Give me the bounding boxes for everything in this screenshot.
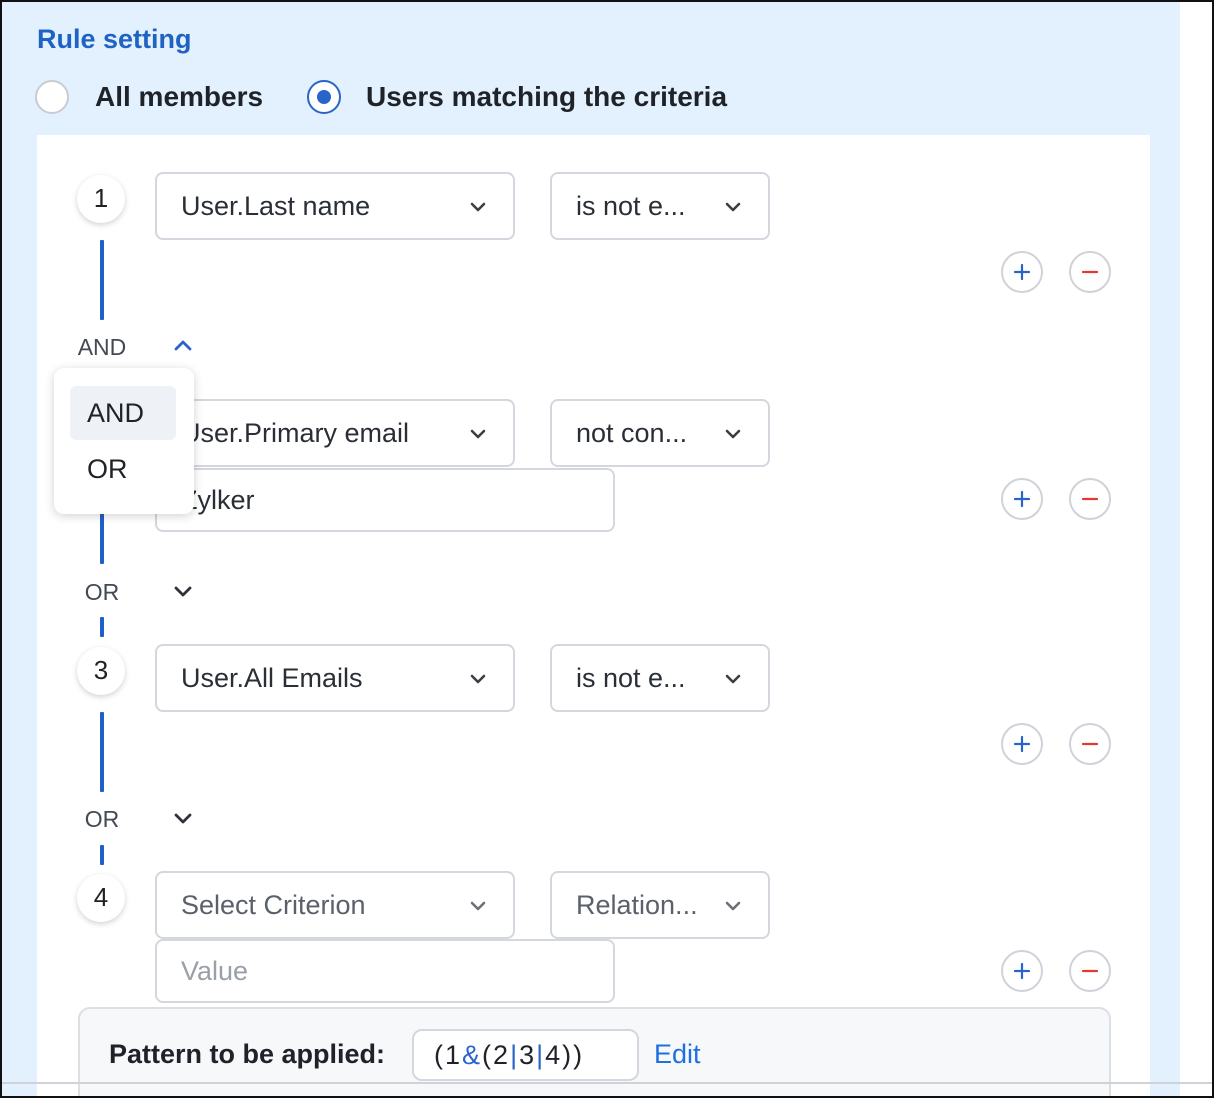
connector-line <box>100 512 104 564</box>
pattern-token: | <box>536 1040 546 1070</box>
connector-line <box>100 845 104 865</box>
add-criterion-button[interactable] <box>1001 723 1043 765</box>
operator-label-3[interactable]: OR <box>84 806 120 832</box>
criterion-2-field-select[interactable]: User.Primary email <box>155 399 515 467</box>
criterion-number-1: 1 <box>77 175 125 223</box>
criterion-3-relation-value: is not e... <box>576 663 686 693</box>
pattern-token: 1 <box>445 1040 463 1070</box>
criterion-1-relation-value: is not e... <box>576 191 686 221</box>
pattern-expression: (1&(2|3|4)) <box>412 1029 639 1081</box>
plus-icon <box>1013 490 1031 508</box>
chevron-down-icon <box>725 202 741 212</box>
criterion-4-field-select[interactable]: Select Criterion <box>155 871 515 939</box>
connector-line <box>100 712 104 792</box>
criterion-number-4: 4 <box>77 874 125 922</box>
plus-icon <box>1013 263 1031 281</box>
remove-criterion-button[interactable] <box>1069 950 1111 992</box>
chevron-down-icon <box>470 429 486 439</box>
remove-criterion-button[interactable] <box>1069 251 1111 293</box>
connector-line <box>100 240 104 320</box>
remove-criterion-button[interactable] <box>1069 478 1111 520</box>
minus-icon <box>1081 742 1099 746</box>
pattern-token: ) <box>562 1040 574 1070</box>
all-members-label[interactable]: All members <box>95 81 264 112</box>
criterion-4-relation-placeholder: Relation... <box>576 890 698 920</box>
pattern-token: ( <box>434 1040 445 1070</box>
minus-icon <box>1081 969 1099 973</box>
operator-option-or[interactable]: OR <box>87 454 128 484</box>
criterion-2-relation-select[interactable]: not con... <box>550 399 770 467</box>
scroll-track <box>1180 2 1212 1096</box>
criterion-3-field-value: User.All Emails <box>181 663 363 693</box>
criterion-2-field-value: User.Primary email <box>181 418 410 448</box>
connector-line <box>100 617 104 637</box>
plus-icon <box>1013 735 1031 753</box>
chevron-down-icon <box>470 674 486 684</box>
pattern-token: 3 <box>519 1040 537 1070</box>
chevron-down-icon[interactable] <box>172 807 194 829</box>
pattern-token: & <box>462 1040 483 1070</box>
chevron-down-icon <box>725 901 741 911</box>
remove-criterion-button[interactable] <box>1069 723 1111 765</box>
minus-icon <box>1081 270 1099 274</box>
pattern-token: ) <box>573 1040 585 1070</box>
operator-label-2[interactable]: OR <box>84 579 120 605</box>
pattern-token: 2 <box>493 1040 511 1070</box>
edit-pattern-link[interactable]: Edit <box>654 1039 701 1069</box>
add-criterion-button[interactable] <box>1001 251 1043 293</box>
criterion-1-field-value: User.Last name <box>181 191 371 221</box>
pattern-token: | <box>510 1040 520 1070</box>
minus-icon <box>1081 497 1099 501</box>
operator-label-1[interactable]: AND <box>77 334 127 360</box>
criterion-4-relation-select[interactable]: Relation... <box>550 871 770 939</box>
matching-criteria-label[interactable]: Users matching the criteria <box>366 81 728 112</box>
operator-option-and[interactable]: AND <box>70 386 176 440</box>
plus-icon <box>1013 962 1031 980</box>
chevron-down-icon[interactable] <box>172 580 194 602</box>
bottom-divider <box>2 1082 1212 1084</box>
operator-dropdown-menu: AND OR <box>54 368 194 514</box>
criterion-1-relation-select[interactable]: is not e... <box>550 172 770 240</box>
criterion-3-field-select[interactable]: User.All Emails <box>155 644 515 712</box>
rule-setting-title: Rule setting <box>37 24 192 54</box>
criterion-3-relation-select[interactable]: is not e... <box>550 644 770 712</box>
chevron-down-icon <box>725 429 741 439</box>
criterion-4-value-input[interactable]: Value <box>155 939 615 1003</box>
pattern-token: 4 <box>545 1040 563 1070</box>
criterion-1-field-select[interactable]: User.Last name <box>155 172 515 240</box>
chevron-down-icon <box>725 674 741 684</box>
pattern-label: Pattern to be applied: <box>109 1039 386 1069</box>
criterion-4-field-placeholder: Select Criterion <box>181 890 366 920</box>
criterion-2-relation-value: not con... <box>576 418 688 448</box>
criterion-2-value-input[interactable]: Zylker <box>155 468 615 532</box>
criterion-number-3: 3 <box>77 647 125 695</box>
member-scope-radio-group: All members Users matching the criteria <box>35 80 935 116</box>
matching-criteria-radio[interactable] <box>307 80 341 114</box>
chevron-down-icon <box>470 202 486 212</box>
chevron-up-icon[interactable] <box>172 335 194 357</box>
pattern-token: ( <box>482 1040 494 1070</box>
add-criterion-button[interactable] <box>1001 478 1043 520</box>
chevron-down-icon <box>470 901 486 911</box>
add-criterion-button[interactable] <box>1001 950 1043 992</box>
all-members-radio[interactable] <box>35 80 69 114</box>
